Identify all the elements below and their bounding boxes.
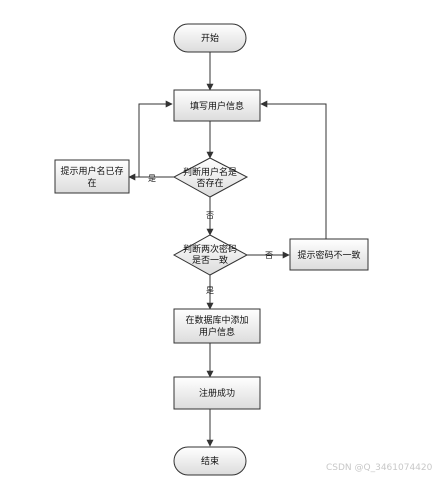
password-mismatch-label: 提示密码不一致 bbox=[297, 249, 360, 261]
username-exists-box bbox=[54, 159, 130, 194]
check-username-label-line2: 否存在 bbox=[196, 177, 223, 189]
add-to-db-label-line2: 用户信息 bbox=[199, 326, 235, 338]
add-to-db-label-line1: 在数据库中添加 bbox=[185, 314, 248, 326]
check-password-decision bbox=[172, 234, 249, 276]
check-username-label-line1: 判断用户名是 bbox=[183, 166, 237, 178]
password-mismatch-box bbox=[289, 238, 369, 271]
username-exists-label-line1: 提示用户名已存 bbox=[60, 165, 123, 177]
start-terminator bbox=[173, 23, 247, 53]
edge-pwd-mismatch-back bbox=[260, 100, 327, 239]
fill-info-label: 填写用户信息 bbox=[190, 100, 244, 112]
edge-label-pwd-yes: 是 bbox=[206, 286, 214, 295]
edge-label-user-exists-no: 否 bbox=[206, 211, 214, 220]
edge-check-user-yes bbox=[138, 100, 174, 178]
check-password-label-line2: 是否一致 bbox=[192, 254, 228, 266]
fill-info-box bbox=[173, 89, 261, 122]
edge-label-user-exists-yes: 是 bbox=[148, 174, 156, 183]
check-username-decision bbox=[172, 157, 249, 198]
username-exists-label-line2: 在 bbox=[87, 177, 96, 189]
end-label: 结束 bbox=[201, 455, 219, 467]
edge-label-pwd-no: 否 bbox=[265, 251, 273, 260]
csdn-watermark: CSDN @Q_3461074420 bbox=[326, 463, 433, 473]
check-password-label-line1: 判断两次密码 bbox=[183, 243, 237, 255]
register-success-label: 注册成功 bbox=[199, 387, 235, 399]
add-to-db-box bbox=[173, 308, 261, 344]
end-terminator bbox=[173, 446, 247, 476]
start-label: 开始 bbox=[201, 32, 219, 44]
register-success-box bbox=[173, 376, 261, 410]
